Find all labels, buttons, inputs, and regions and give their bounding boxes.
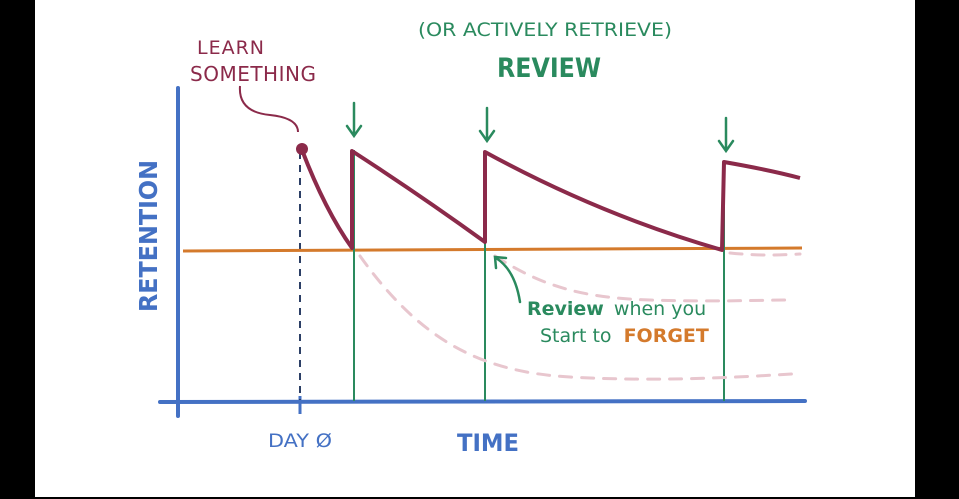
- x-axis-label: TIME: [457, 429, 519, 457]
- note-forget-word: FORGET: [624, 325, 709, 347]
- learn-label-line1: LEARN: [197, 37, 265, 59]
- day-zero-label: DAY Ø: [268, 430, 332, 452]
- note-when-you: when you: [614, 298, 706, 320]
- x-axis: [158, 399, 807, 404]
- review-arrow-3-icon: [717, 116, 735, 154]
- review-subtitle: (OR ACTIVELY RETRIEVE): [418, 19, 672, 41]
- learn-leader-line: [238, 85, 299, 133]
- note-line2: Start to FORGET: [540, 325, 709, 347]
- review-title: REVIEW: [497, 53, 601, 84]
- review-arrow-1-icon: [345, 101, 363, 139]
- forgetting-curve-dashed-2: [493, 254, 794, 303]
- forgetting-curve-dashed-1: [358, 254, 794, 381]
- note-line1: Review when you: [527, 298, 706, 320]
- note-review-word: Review: [527, 298, 604, 320]
- y-axis-label: RETENTION: [134, 160, 163, 312]
- note-start-to: Start to: [540, 325, 612, 347]
- forgetting-threshold-line: [182, 246, 803, 253]
- learn-point: [296, 143, 308, 155]
- note-arrow-icon: [493, 255, 522, 304]
- forgetting-curve-dashed-3: [728, 251, 802, 257]
- retention-curve: [300, 149, 801, 252]
- learn-label-line2: SOMETHING: [190, 62, 316, 86]
- review-arrow-2-icon: [478, 106, 496, 144]
